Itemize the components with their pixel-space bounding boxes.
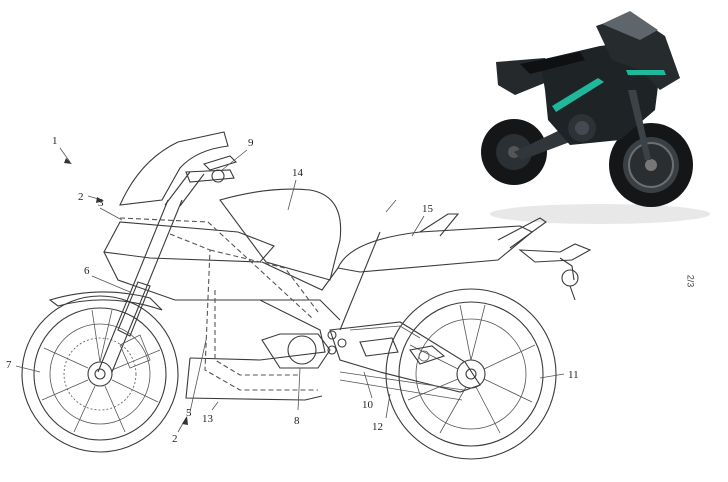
ref-numeral-3: 3 bbox=[98, 197, 104, 209]
ref-numeral-6: 6 bbox=[84, 265, 90, 277]
arrowhead-2 bbox=[96, 197, 104, 203]
ref-numeral-15: 15 bbox=[422, 203, 434, 215]
arrowhead-2b bbox=[182, 416, 188, 425]
ref-numeral-11: 11 bbox=[568, 369, 579, 381]
reference-numerals: 1 2 3 9 14 15 6 7 8 5 2 13 10 12 11 bbox=[6, 135, 579, 445]
arrowhead-1 bbox=[64, 158, 72, 164]
motorcycle-photo bbox=[481, 11, 710, 224]
patent-line-drawing bbox=[21, 131, 592, 460]
ref-numeral-14: 14 bbox=[292, 167, 304, 179]
ref-numeral-9: 9 bbox=[248, 137, 254, 149]
ref-numeral-13: 13 bbox=[202, 413, 214, 425]
sheet-number: 2/3 bbox=[685, 274, 696, 288]
ref-numeral-2-bottom: 2 bbox=[172, 433, 178, 445]
ref-numeral-5: 5 bbox=[186, 407, 192, 419]
ref-numeral-2-top: 2 bbox=[78, 191, 84, 203]
ref-numeral-1: 1 bbox=[52, 135, 58, 147]
ref-numeral-7: 7 bbox=[6, 359, 12, 371]
ref-numeral-12: 12 bbox=[372, 421, 383, 433]
ref-numeral-8: 8 bbox=[294, 415, 300, 427]
ref-numeral-10: 10 bbox=[362, 399, 374, 411]
leader-lines bbox=[15, 147, 565, 433]
